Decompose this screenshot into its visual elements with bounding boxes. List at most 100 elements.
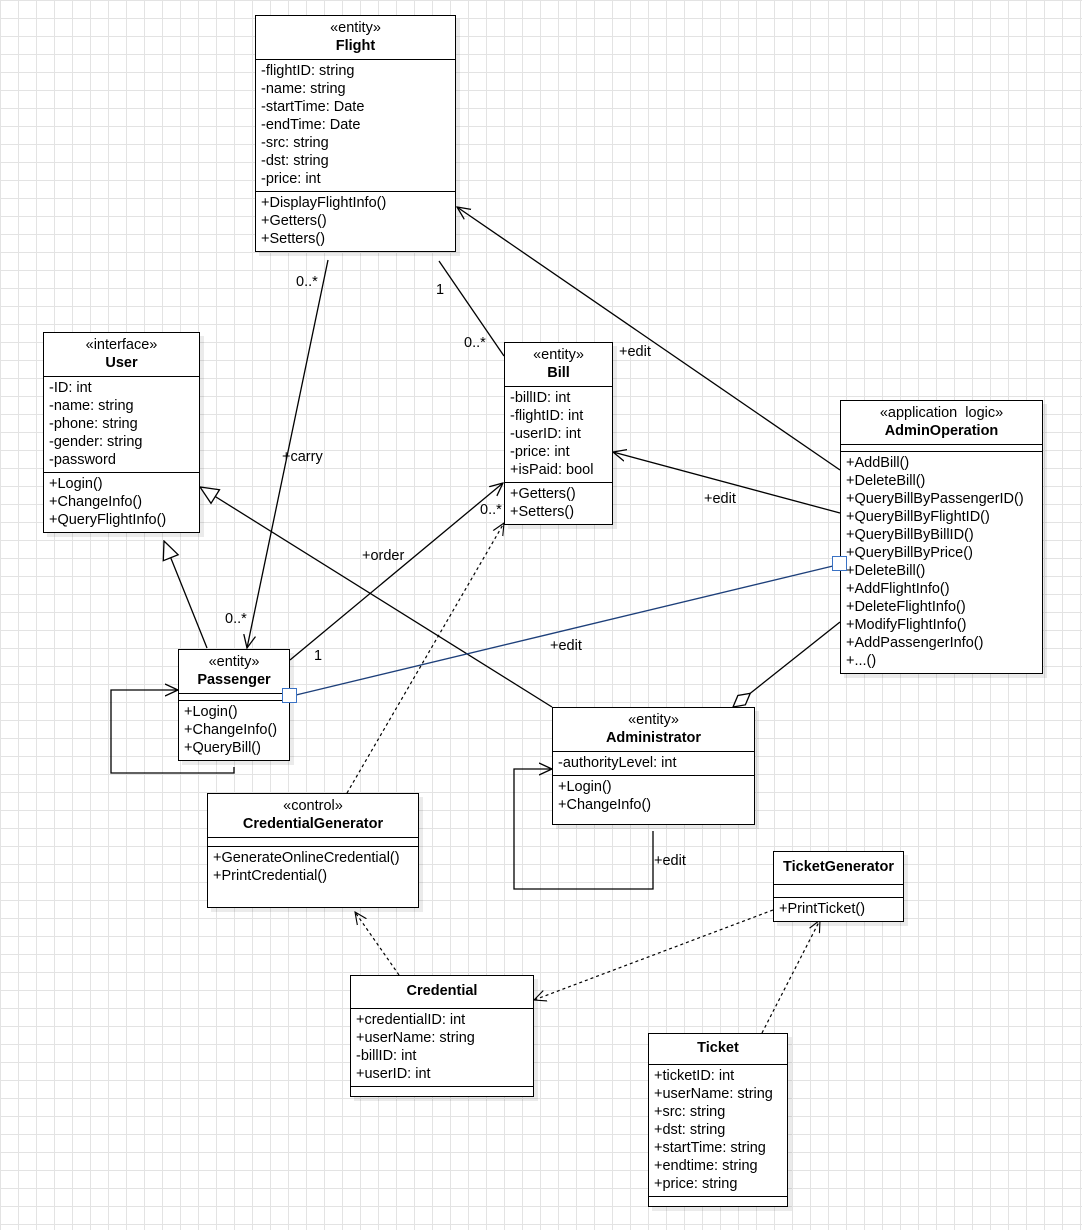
operation: +QueryFlightInfo()	[49, 512, 167, 528]
class-passenger-operations: +Login() +ChangeInfo() +QueryBill()	[179, 701, 289, 760]
class-credential-header: Credential	[351, 976, 533, 1009]
attribute: -password	[49, 452, 116, 468]
class-admin-operation[interactable]: «application logic» AdminOperation +AddB…	[840, 400, 1043, 674]
operation: +ChangeInfo()	[184, 722, 278, 738]
attribute: +src: string	[654, 1104, 726, 1120]
edge-passenger-user-generalization	[164, 541, 208, 649]
edge-adminop-passenger-edit	[295, 565, 834, 696]
class-flight-name: Flight	[335, 38, 376, 54]
attribute: +dst: string	[654, 1122, 726, 1138]
class-credential-generator-operations: +GenerateOnlineCredential() +PrintCreden…	[208, 847, 418, 907]
attribute: +credentialID: int	[356, 1012, 466, 1028]
class-user-attributes: -ID: int -name: string -phone: string -g…	[44, 377, 199, 473]
operation: +AddPassengerInfo()	[846, 635, 984, 651]
class-ticket-generator-operations: +PrintTicket()	[774, 898, 903, 921]
class-user-header: «interface» User	[44, 333, 199, 377]
operation: +QueryBillByPassengerID()	[846, 491, 1024, 507]
label-edit-bill: +edit	[704, 491, 736, 507]
connection-port-passenger[interactable]	[282, 688, 297, 703]
operation: +QueryBillByPrice()	[846, 545, 973, 561]
attribute: -billID: int	[356, 1048, 417, 1064]
class-bill[interactable]: «entity» Bill -billID: int -flightID: in…	[504, 342, 613, 525]
class-administrator-operations: +Login() +ChangeInfo()	[553, 776, 754, 824]
label-flight-bill-one: 1	[436, 282, 445, 298]
attribute: -ID: int	[49, 380, 92, 396]
class-passenger-header: «entity» Passenger	[179, 650, 289, 694]
edge-passenger-bill-order	[289, 483, 503, 661]
operation: +Getters()	[510, 486, 576, 502]
class-ticket-generator-attributes	[774, 885, 903, 898]
class-credential-generator[interactable]: «control» CredentialGenerator +GenerateO…	[207, 793, 419, 908]
label-flight-carry-multiplicity: 0..*	[296, 274, 318, 290]
class-credential-operations	[351, 1087, 533, 1096]
class-bill-name: Bill	[547, 365, 570, 381]
class-administrator-attributes: -authorityLevel: int	[553, 752, 754, 776]
class-flight-attributes: -flightID: string -name: string -startTi…	[256, 60, 455, 192]
attribute: -dst: string	[261, 153, 329, 169]
class-user-operations: +Login() +ChangeInfo() +QueryFlightInfo(…	[44, 473, 199, 532]
attribute: -endTime: Date	[261, 117, 361, 133]
operation: +Login()	[184, 704, 238, 720]
attribute: -flightID: string	[261, 63, 355, 79]
class-administrator-header: «entity» Administrator	[553, 708, 754, 752]
class-admin-operation-header: «application logic» AdminOperation	[841, 401, 1042, 445]
class-user[interactable]: «interface» User -ID: int -name: string …	[43, 332, 200, 533]
edge-credential-credgen-dependency	[355, 912, 400, 976]
class-passenger[interactable]: «entity» Passenger +Login() +ChangeInfo(…	[178, 649, 290, 761]
class-user-name: User	[105, 355, 138, 371]
class-admin-operation-attributes	[841, 445, 1042, 452]
attribute: -startTime: Date	[261, 99, 365, 115]
class-administrator-name: Administrator	[605, 730, 702, 746]
class-ticket-name: Ticket	[697, 1040, 739, 1056]
label-order-bill-multiplicity: 0..*	[480, 502, 502, 518]
class-bill-header: «entity» Bill	[505, 343, 612, 387]
connection-port-adminop[interactable]	[832, 556, 847, 571]
operation: +Login()	[49, 476, 103, 492]
class-ticket[interactable]: Ticket +ticketID: int +userName: string …	[648, 1033, 788, 1207]
class-ticket-generator-name: TicketGenerator	[783, 859, 894, 875]
attribute: -price: int	[261, 171, 321, 187]
operation: +Setters()	[510, 504, 575, 520]
class-flight-operations: +DisplayFlightInfo() +Getters() +Setters…	[256, 192, 455, 251]
class-credential[interactable]: Credential +credentialID: int +userName:…	[350, 975, 534, 1097]
attribute: -phone: string	[49, 416, 138, 432]
attribute: +userName: string	[654, 1086, 773, 1102]
class-passenger-stereotype: «entity»	[208, 654, 260, 670]
operation: +QueryBill()	[184, 740, 261, 756]
class-flight[interactable]: «entity» Flight -flightID: string -name:…	[255, 15, 456, 252]
attribute: +price: string	[654, 1176, 738, 1192]
attribute: +endtime: string	[654, 1158, 758, 1174]
label-flight-bill-many: 0..*	[464, 335, 486, 351]
attribute: -authorityLevel: int	[558, 755, 677, 771]
class-credential-generator-name: CredentialGenerator	[242, 816, 384, 832]
operation: +DeleteBill()	[846, 563, 926, 579]
attribute: +userID: int	[356, 1066, 431, 1082]
class-administrator[interactable]: «entity» Administrator -authorityLevel: …	[552, 707, 755, 825]
class-credential-generator-attributes	[208, 838, 418, 847]
attribute: +ticketID: int	[654, 1068, 735, 1084]
attribute: +startTime: string	[654, 1140, 766, 1156]
class-ticket-generator[interactable]: TicketGenerator +PrintTicket()	[773, 851, 904, 922]
operation: +Login()	[558, 779, 612, 795]
label-edit-passenger: +edit	[550, 638, 582, 654]
operation: +QueryBillByBillID()	[846, 527, 974, 543]
class-credential-attributes: +credentialID: int +userName: string -bi…	[351, 1009, 533, 1087]
attribute: +isPaid: bool	[510, 462, 594, 478]
attribute: -src: string	[261, 135, 329, 151]
operation: +...()	[846, 653, 877, 669]
attribute: -price: int	[510, 444, 570, 460]
attribute: -flightID: int	[510, 408, 584, 424]
operation: +AddFlightInfo()	[846, 581, 950, 597]
class-bill-stereotype: «entity»	[533, 347, 584, 363]
label-passenger-carry-multiplicity: 0..*	[225, 611, 247, 627]
operation: +DeleteBill()	[846, 473, 926, 489]
class-passenger-attributes	[179, 694, 289, 701]
class-bill-attributes: -billID: int -flightID: int -userID: int…	[505, 387, 612, 483]
operation: +PrintCredential()	[213, 868, 328, 884]
class-ticket-attributes: +ticketID: int +userName: string +src: s…	[649, 1065, 787, 1197]
label-edit-flight: +edit	[619, 344, 651, 360]
class-credential-generator-stereotype: «control»	[283, 798, 343, 814]
operation: +ModifyFlightInfo()	[846, 617, 967, 633]
label-order: +order	[362, 548, 405, 564]
operation: +AddBill()	[846, 455, 910, 471]
